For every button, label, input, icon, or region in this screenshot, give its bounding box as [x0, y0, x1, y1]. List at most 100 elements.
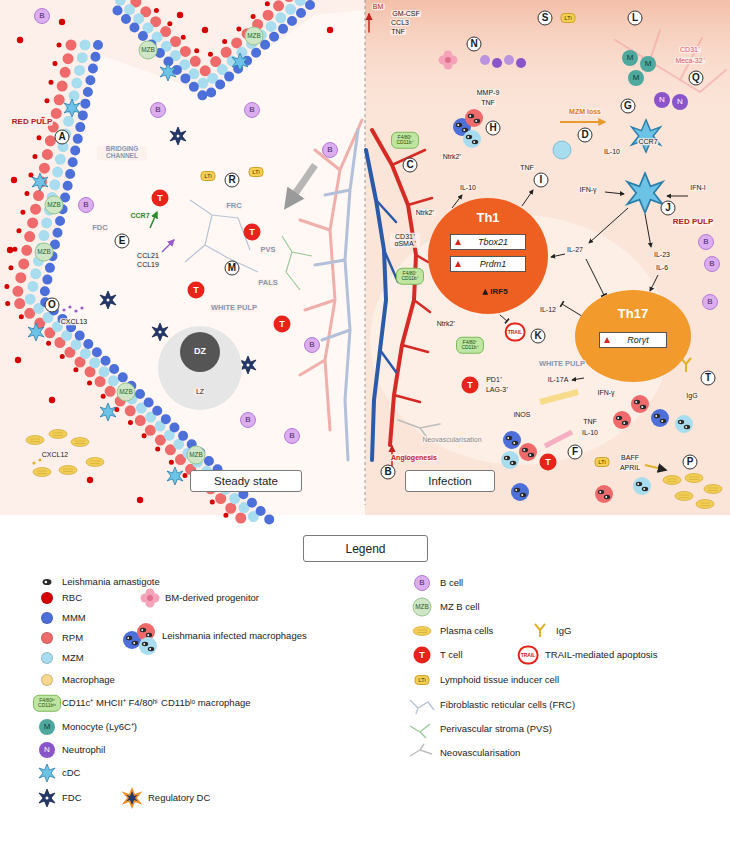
callout-letter: R: [225, 173, 240, 188]
legend-text: Leishmania amastigote: [62, 577, 160, 587]
text-label: CD31⁺: [679, 46, 701, 53]
b-cell: B: [244, 102, 260, 118]
th17-cell: Th17Rorγt: [575, 290, 691, 382]
b-cell: B: [78, 197, 94, 213]
legend-text: BM-derived progenitor: [165, 593, 259, 603]
callout-letter: Q: [689, 71, 704, 86]
legend-text: cDC: [62, 768, 80, 778]
b-cell: B: [304, 337, 320, 353]
th1-cell: Th1Tbox21Prdm1: [428, 198, 548, 314]
text-label: Ntrk2⁺: [436, 320, 457, 327]
text-label: Meca-32⁺: [674, 57, 705, 64]
text-label: IL-10: [603, 148, 621, 155]
text-label: CXCL12: [41, 451, 69, 458]
text-label: IL-17A: [547, 376, 570, 383]
stroma: [150, 165, 315, 290]
callout-letter: E: [115, 234, 130, 249]
callout-letter: S: [538, 11, 553, 26]
callout-letter: I: [534, 173, 549, 188]
node-text: Legend: [345, 542, 385, 556]
legend-swatch: [41, 612, 53, 624]
lti-cell: LTi: [201, 171, 216, 181]
region-label: RED PULP: [11, 118, 53, 126]
red-pulp-cells: [7, 12, 333, 503]
text-label: PD1⁺: [485, 376, 503, 383]
b-cell: B: [702, 294, 718, 310]
text-label: IL-10: [459, 184, 477, 191]
neutrophil: N: [654, 92, 670, 108]
macrophage-marker: F4/80⁺ CD11b⁺: [396, 268, 424, 285]
node-text: Tbox21: [478, 237, 508, 247]
text-label: IL-10: [581, 429, 599, 436]
t-cell: T: [540, 454, 557, 471]
text-label: TNF: [519, 164, 535, 171]
text-label: MMP-9: [476, 89, 501, 96]
legend-text: RBC: [62, 593, 82, 603]
legend-text: TRAIL-mediated apoptosis: [545, 650, 657, 660]
monocyte: M: [622, 50, 638, 66]
b-cell: B: [322, 142, 338, 158]
text-label: Ntrk2⁺: [442, 153, 463, 160]
text-label: iNOS: [513, 411, 532, 418]
callout-letter: M: [225, 261, 240, 276]
follicle: [158, 326, 242, 410]
t-cell: T: [152, 190, 169, 207]
region-label: WHITE PULP: [210, 304, 258, 312]
text-label: Angiogenesis: [390, 454, 438, 461]
b-cell: B: [150, 102, 166, 118]
legend-text: IgG: [556, 626, 571, 636]
region-label: PVS: [259, 246, 276, 254]
legend-text: RPM: [62, 633, 83, 643]
mz-b-cell: MZB: [45, 196, 64, 215]
legend-swatch: [41, 592, 53, 604]
monocyte: M: [39, 719, 55, 735]
legend-text: CD11c⁺ MHCII⁺ F4/80ʰⁱ CD11bˡᵒ macrophage: [62, 698, 251, 708]
text-label: Ntrk2⁺: [415, 209, 436, 216]
callout-letter: H: [486, 121, 501, 136]
legend-swatch: [41, 674, 53, 686]
node-text: Prdm1: [480, 259, 507, 269]
text-label: CCR7: [129, 212, 150, 219]
b-cell: B: [34, 8, 50, 24]
t-cell: T: [188, 282, 205, 299]
b-cell: B: [414, 575, 430, 591]
t-cell: T: [414, 647, 431, 664]
infection-vessels: [366, 14, 726, 466]
panel-title: Infection: [405, 470, 495, 492]
legend-text: Regulatory DC: [148, 793, 210, 803]
region-label: PALS: [257, 279, 278, 287]
callout-letter: L: [628, 11, 643, 26]
macrophage-marker: F4/80ʰⁱ CD11bˡᵒ: [33, 695, 61, 712]
callout-letter: F: [568, 445, 583, 460]
text-label: IL-12: [539, 306, 557, 313]
legend-text: Fibroblastic reticular cells (FRC): [440, 700, 575, 710]
macrophage-marker: F4/80⁺ CD11b⁺: [456, 337, 484, 354]
mz-b-cell: MZB: [413, 598, 432, 617]
text-label: TNF: [390, 28, 406, 35]
legend-text: Macrophage: [62, 675, 115, 685]
mz-b-cell: MZB: [117, 383, 136, 402]
background: [0, 0, 730, 515]
macrophage-marker: F4/80⁺ CD11b⁺: [391, 132, 419, 149]
callout-letter: A: [55, 130, 70, 145]
legend-swatch: [41, 652, 53, 664]
text-label: IFN-γ: [596, 389, 615, 396]
node-text: Steady state: [214, 475, 278, 487]
text-label: LAG-3⁺: [485, 386, 509, 393]
text-label: TNF: [582, 418, 598, 425]
node-text: Rorγt: [627, 335, 649, 345]
text-label: CD31⁺ αSMA⁺: [390, 233, 420, 248]
neutrophil: N: [672, 94, 688, 110]
mz-b-cell: MZB: [35, 243, 54, 262]
legend-text: FDC: [62, 793, 82, 803]
neutrophil: N: [39, 742, 55, 758]
mz-b-cell: MZB: [187, 446, 206, 465]
gene-box: Tbox21: [450, 234, 526, 250]
node-text: Infection: [428, 475, 471, 487]
legend-text: B cell: [440, 578, 463, 588]
legend-text: Lymphoid tissue inducer cell: [440, 675, 559, 685]
callout-letter: N: [467, 37, 482, 52]
t-cell: T: [462, 377, 479, 394]
legend-text: Monocyte (Ly6C⁺): [62, 722, 137, 732]
